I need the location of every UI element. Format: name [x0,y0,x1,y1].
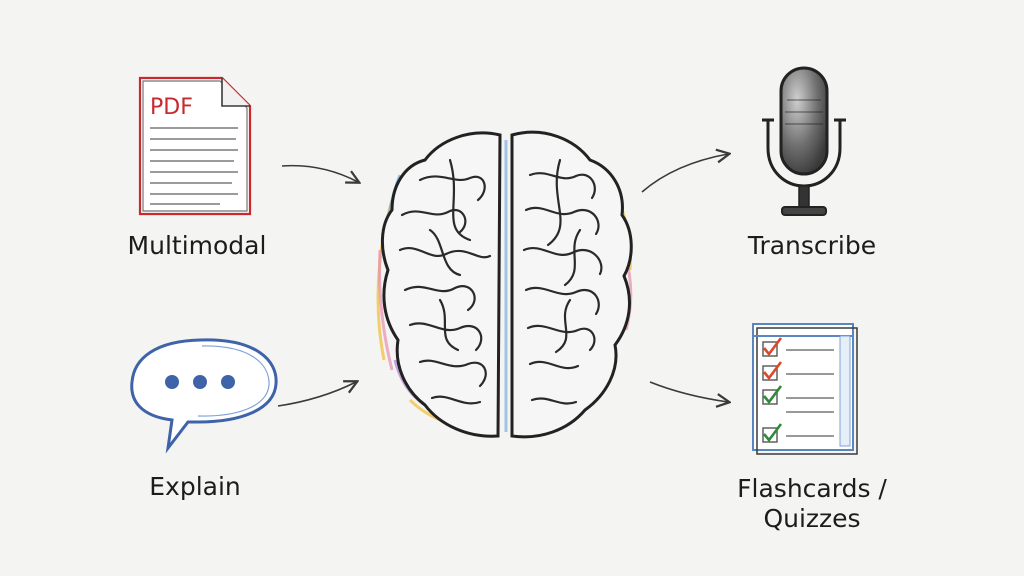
checklist-icon [752,323,858,455]
brain-icon [376,130,633,439]
pdf-label: PDF [150,95,193,120]
checkmark-icon [763,337,783,357]
arrow-brain-to-flashcards [649,381,728,402]
flashcards-quizzes-label: Flashcards / Quizzes [724,474,900,534]
checkmark-icon [763,361,783,381]
flashcards-label-line2: Quizzes [763,504,861,533]
dot-icon [221,375,235,389]
arrow-multimodal-to-brain [281,164,358,182]
flashcards-label-line1: Flashcards / [737,474,887,503]
microphone-icon [762,66,846,216]
checkmark-icon [763,385,783,405]
arrow-brain-to-transcribe [641,154,728,193]
dot-icon [165,375,179,389]
multimodal-label: Multimodal [127,231,267,260]
arrow-explain-to-brain [277,382,356,407]
dot-icon [193,375,207,389]
transcribe-label: Transcribe [747,231,877,260]
speech-bubble-icon [130,338,278,454]
pdf-document-icon: PDF [138,76,252,216]
explain-label: Explain [149,472,241,501]
checkmark-icon [763,423,783,443]
